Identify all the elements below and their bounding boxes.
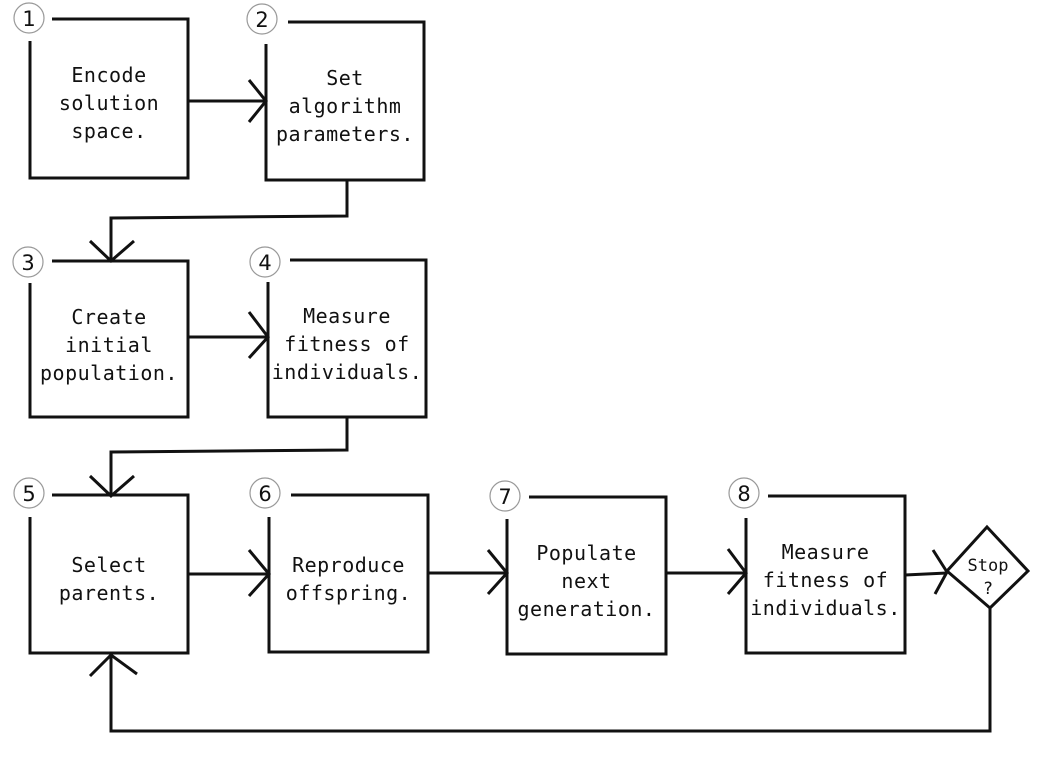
step-box-5 (28, 493, 190, 655)
step-box-2 (264, 20, 426, 182)
step-badge-1 (13, 2, 45, 34)
step-1-label-line: space. (71, 119, 146, 143)
step-8-label-line: fitness of (763, 568, 888, 592)
step-1-label-line: Encode (71, 63, 146, 87)
step-5-label-line: parents. (59, 581, 159, 605)
step-badge-4 (249, 246, 281, 278)
step-box-7 (505, 495, 668, 656)
step-3-label-line: population. (40, 361, 178, 385)
decision-stop: Stop ? (944, 524, 1031, 611)
step-3-label-line: initial (65, 333, 153, 357)
step-number-3: 3 (21, 251, 34, 275)
step-2-label-line: parameters. (276, 122, 414, 146)
step-badge-8 (728, 477, 760, 509)
step-box-1 (28, 17, 190, 180)
step-badge-3 (12, 246, 44, 278)
arrowhead-6-7 (486, 549, 509, 596)
connector-8-decision (904, 571, 948, 577)
step-4-label-line: individuals. (272, 360, 423, 384)
arrowhead-1-2 (247, 79, 268, 123)
arrowhead-decision-5 (88, 653, 138, 678)
step-6-label-line: offspring. (286, 581, 411, 605)
step-2-label-line: Set (326, 66, 364, 90)
arrowhead-5-6 (247, 549, 271, 598)
step-number-4: 4 (258, 251, 271, 275)
step-badge-7 (489, 480, 521, 512)
step-box-6 (267, 493, 430, 654)
step-3-label-line: Create (71, 305, 146, 329)
step-box-8 (744, 494, 907, 655)
connector-decision-5 (109, 608, 992, 733)
step-badge-2 (246, 3, 278, 35)
step-number-5: 5 (22, 482, 35, 506)
step-4-label-line: fitness of (284, 332, 409, 356)
step-box-4 (266, 258, 428, 419)
step-6-label-line: Reproduce (292, 553, 405, 577)
step-8-label-line: Measure (782, 540, 870, 564)
step-1-label-line: solution (59, 91, 159, 115)
arrowhead-4-5 (88, 474, 135, 499)
step-8-label-line: individuals. (750, 596, 901, 620)
step-number-8: 8 (737, 482, 750, 506)
connector-4-5 (109, 418, 349, 496)
arrowhead-7-8 (726, 548, 748, 595)
step-number-1: 1 (22, 7, 35, 31)
step-number-6: 6 (258, 482, 271, 506)
step-number-2: 2 (255, 8, 268, 32)
arrowhead-2-3 (88, 239, 135, 264)
connector-2-3 (109, 180, 349, 261)
step-badge-5 (13, 477, 45, 509)
decision-line-1: Stop (968, 556, 1009, 576)
decision-diamond (944, 524, 1031, 611)
step-7-label-line: next (561, 569, 611, 593)
step-4-label-line: Measure (303, 304, 391, 328)
step-badge-6 (249, 477, 281, 509)
decision-line-2: ? (983, 579, 993, 599)
step-5-label-line: Select (71, 553, 146, 577)
step-7-label-line: generation. (518, 597, 656, 621)
arrowhead-3-4 (247, 311, 270, 360)
step-2-label-line: algorithm (289, 94, 402, 118)
step-box-3 (28, 259, 190, 419)
step-7-label-line: Populate (536, 541, 636, 565)
step-number-7: 7 (498, 485, 511, 509)
